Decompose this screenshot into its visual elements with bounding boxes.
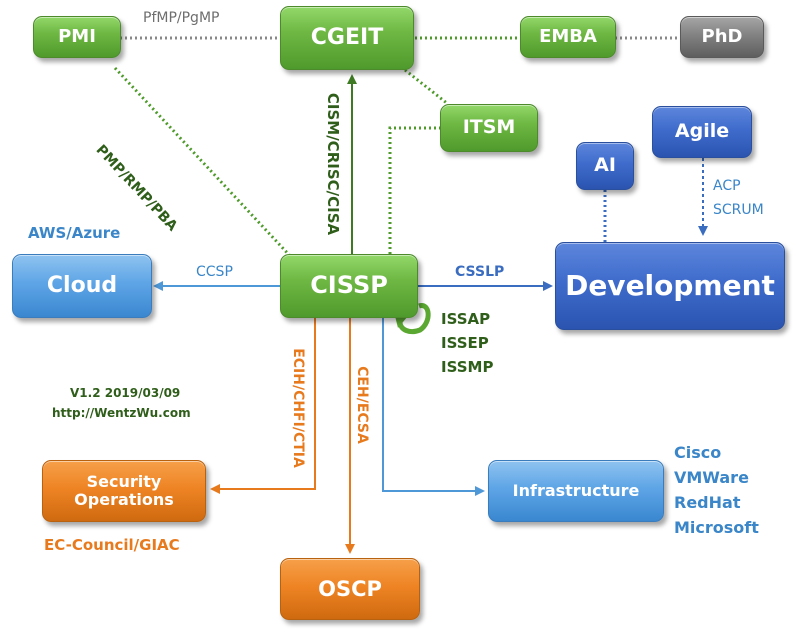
itsm-label: ITSM	[462, 116, 516, 139]
aws-azure-label: AWS/Azure	[28, 224, 121, 242]
cgeit-node[interactable]: CGEIT	[280, 6, 414, 70]
oscp-node[interactable]: OSCP	[280, 558, 420, 620]
ecih-chfi-ctia-label: ECIH/CHFI/CTIA	[290, 348, 306, 468]
pmi-node[interactable]: PMI	[33, 16, 121, 58]
issep-label: ISSEP	[441, 334, 489, 352]
vendor-microsoft: Microsoft	[674, 518, 759, 537]
ai-node[interactable]: AI	[576, 142, 634, 190]
pmi-label: PMI	[58, 25, 96, 47]
cgeit-itsm-link	[404, 68, 449, 106]
cgeit-label: CGEIT	[310, 25, 384, 51]
emba-node[interactable]: EMBA	[520, 16, 616, 58]
oscp-label: OSCP	[318, 576, 382, 601]
phd-label: PhD	[701, 25, 743, 47]
cloud-node[interactable]: Cloud	[12, 254, 152, 318]
cloud-label: Cloud	[46, 273, 118, 299]
pfmp-pgmp-label: PfMP/PgMP	[143, 10, 220, 26]
issap-label: ISSAP	[441, 310, 491, 328]
scrum-label: SCRUM	[713, 202, 764, 218]
security-operations-node[interactable]: Security Operations	[42, 460, 206, 522]
ccsp-label: CCSP	[196, 264, 233, 280]
emba-label: EMBA	[539, 25, 597, 47]
cissp-itsm-link	[388, 126, 440, 254]
agile-label: Agile	[674, 120, 730, 143]
ai-label: AI	[594, 154, 616, 177]
ceh-ecsa-label: CEH/ECSA	[354, 366, 370, 444]
vendor-vmware: VMWare	[674, 468, 749, 487]
cissp-secops-arrow	[210, 318, 316, 494]
development-node[interactable]: Development	[555, 242, 785, 330]
csslp-label: CSSLP	[455, 264, 505, 280]
acp-label: ACP	[713, 178, 741, 194]
issmp-label: ISSMP	[441, 358, 494, 376]
cissp-node[interactable]: CISSP	[280, 254, 418, 318]
vendor-redhat: RedHat	[674, 493, 741, 512]
phd-node[interactable]: PhD	[680, 16, 764, 58]
cissp-label: CISSP	[310, 271, 388, 300]
version-label: V1.2 2019/03/09	[70, 386, 181, 400]
cissp-self-loop	[397, 303, 431, 335]
cissp-infrastructure-arrow	[382, 318, 485, 496]
vendor-cisco: Cisco	[674, 443, 722, 462]
agile-node[interactable]: Agile	[652, 106, 752, 158]
infrastructure-node[interactable]: Infrastructure	[488, 460, 664, 522]
cism-crisc-cisa-label: CISM/CRISC/CISA	[324, 92, 342, 236]
pmi-cissp-link	[113, 66, 294, 260]
development-label: Development	[565, 268, 775, 302]
url-label: http://WentzWu.com	[52, 406, 191, 420]
infrastructure-label: Infrastructure	[512, 480, 640, 500]
itsm-node[interactable]: ITSM	[440, 104, 538, 152]
ec-council-giac-label: EC-Council/GIAC	[44, 536, 180, 554]
security-operations-label: Security Operations	[74, 471, 174, 509]
